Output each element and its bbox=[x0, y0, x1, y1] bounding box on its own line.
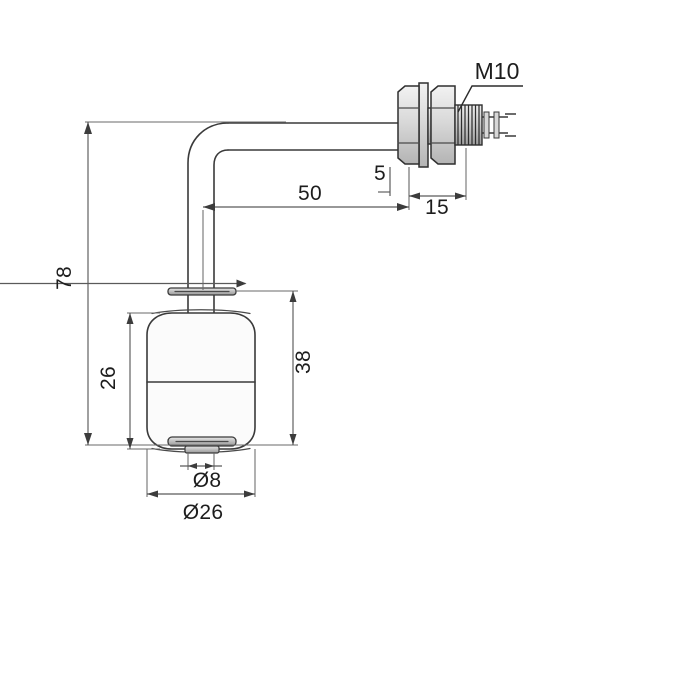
threaded-shank-section-b bbox=[454, 104, 483, 146]
dimension-label-diameter-8: Ø8 bbox=[193, 469, 222, 492]
dimension-label-50: 50 bbox=[298, 182, 322, 205]
sealing-washer bbox=[418, 82, 429, 168]
hex-nut-outer bbox=[397, 85, 420, 165]
stem-tube bbox=[227, 122, 405, 151]
elbow-bend bbox=[187, 122, 229, 291]
dimension-diameter-26: Ø26 bbox=[146, 449, 256, 524]
lead-wires bbox=[482, 111, 516, 139]
dimension-38: 38 bbox=[236, 290, 315, 446]
dimension-26: 26 bbox=[97, 312, 160, 450]
dimension-15: 15 bbox=[408, 148, 467, 219]
callout-m10: M10 bbox=[457, 58, 523, 113]
lower-stop-collar bbox=[167, 436, 237, 454]
hex-nut-inner bbox=[430, 85, 456, 165]
callout-label-m10: M10 bbox=[475, 58, 520, 84]
float-body bbox=[146, 309, 256, 453]
dimension-label-diameter-26: Ø26 bbox=[183, 501, 224, 524]
dimension-diameter-8: Ø8 bbox=[180, 453, 222, 492]
dimension-label-26: 26 bbox=[97, 366, 120, 390]
dimension-label-38: 38 bbox=[292, 350, 315, 374]
mounting-assembly bbox=[397, 82, 516, 168]
upper-stop-collar bbox=[167, 287, 237, 296]
dimension-label-78: 78 bbox=[53, 266, 76, 290]
dimension-label-5: 5 bbox=[374, 162, 386, 185]
dimension-label-15: 15 bbox=[425, 196, 449, 219]
part-geometry-group bbox=[146, 82, 516, 454]
thread-hatching-b bbox=[457, 105, 480, 145]
